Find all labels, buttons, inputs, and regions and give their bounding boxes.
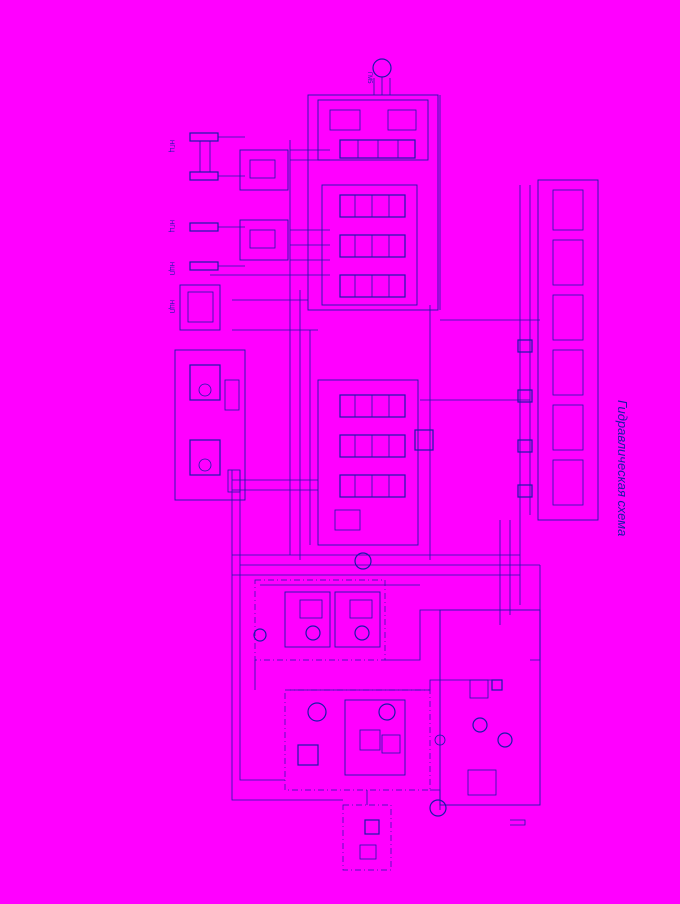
bottom-left-group [284,689,431,791]
lower-distributor-block [317,379,434,570]
upper-distributor-block [307,94,439,311]
right-bottom-pump-group [429,609,541,826]
cylinder-label-3: НЦП [168,262,174,275]
diagram-caption: Гидравлическая схема [615,400,630,536]
top-motor-label: ГМ5 [366,72,372,84]
cylinder-label-1: НГЦ [168,140,174,153]
right-valve-column [517,179,599,521]
pressure-lines [210,149,540,586]
cylinder-label-4: НЦП [168,300,174,313]
trunk-lines [231,95,521,740]
connecting-lines [231,565,541,810]
bottom-filter [342,790,392,871]
cylinder-label-2: НГЦ [168,220,174,233]
middle-pump-group [253,579,386,661]
cylinder-valves [179,149,289,331]
top-motor: ГМ5 [366,58,392,95]
top-left-cylinders: НГЦ НГЦ НЦП НЦП [168,132,245,313]
control-block [174,349,246,501]
